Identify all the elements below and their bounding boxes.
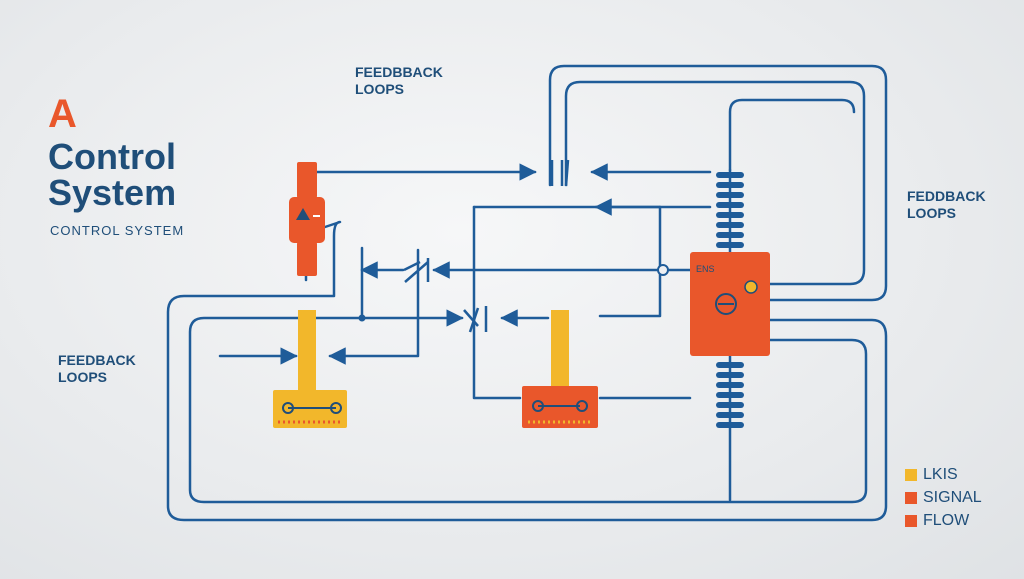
- coil-top: [716, 172, 744, 248]
- title-line-1: Control: [48, 136, 176, 177]
- orange-sensor: [289, 162, 325, 276]
- wire-second-left: [472, 205, 522, 400]
- junction-dot-1: [358, 314, 366, 322]
- title-prefix: A: [48, 92, 77, 136]
- title-line-2: System: [48, 172, 177, 213]
- wire-sensor-loop: [166, 220, 888, 522]
- wire-mid-left: [188, 316, 868, 504]
- yellow-actuator: [273, 310, 347, 428]
- wire-outer-loop-2: [564, 80, 866, 286]
- label-feedback-top-line2: LOOPS: [355, 81, 405, 97]
- label-feedback-right-line1: FEDDBACK: [907, 188, 986, 204]
- legend-item-lkis: LKIS: [905, 463, 982, 486]
- label-feedback-left-line2: LOOPS: [58, 369, 108, 385]
- legend-swatch-signal: [905, 491, 917, 504]
- controller-box: [690, 252, 770, 356]
- label-feedback-left-line1: FEEDBACK: [58, 352, 136, 368]
- page-title: Control System: [48, 139, 176, 211]
- legend-label-lkis: LKIS: [923, 465, 958, 483]
- wire-third-drop: [328, 248, 420, 365]
- coil-bottom: [716, 362, 744, 428]
- legend-swatch-lkis: [905, 468, 917, 481]
- junction-dot-2: [657, 264, 669, 276]
- wire-second-right: [598, 205, 662, 318]
- wire-outer-loop-1: [548, 64, 888, 302]
- label-feedback-top: FEEDBBACK LOOPS: [355, 64, 443, 98]
- legend: LKIS SIGNAL FLOW: [905, 463, 982, 532]
- legend-swatch-flow: [905, 514, 917, 527]
- orange-actuator: [522, 310, 598, 428]
- page-subtitle: CONTROL SYSTEM: [50, 223, 185, 238]
- legend-item-signal: SIGNAL: [905, 486, 982, 509]
- label-feedback-right: FEDDBACK LOOPS: [907, 188, 986, 222]
- legend-item-flow: FLOW: [905, 509, 982, 532]
- label-feedback-left: FEEDBACK LOOPS: [58, 352, 136, 386]
- valve-symbol-middle: [463, 306, 488, 333]
- legend-label-signal: SIGNAL: [923, 488, 982, 506]
- label-feedback-top-line1: FEEDBBACK: [355, 64, 443, 80]
- capacitor-symbol: [550, 159, 570, 187]
- label-feedback-right-line2: LOOPS: [907, 205, 957, 221]
- legend-label-flow: FLOW: [923, 511, 970, 529]
- controller-label: ENS: [696, 264, 715, 274]
- switch-symbol-upper: [403, 258, 430, 283]
- wire-mid-line: [360, 246, 464, 327]
- warning-icon: [296, 208, 310, 220]
- wire-outer-loop-3: [728, 98, 856, 172]
